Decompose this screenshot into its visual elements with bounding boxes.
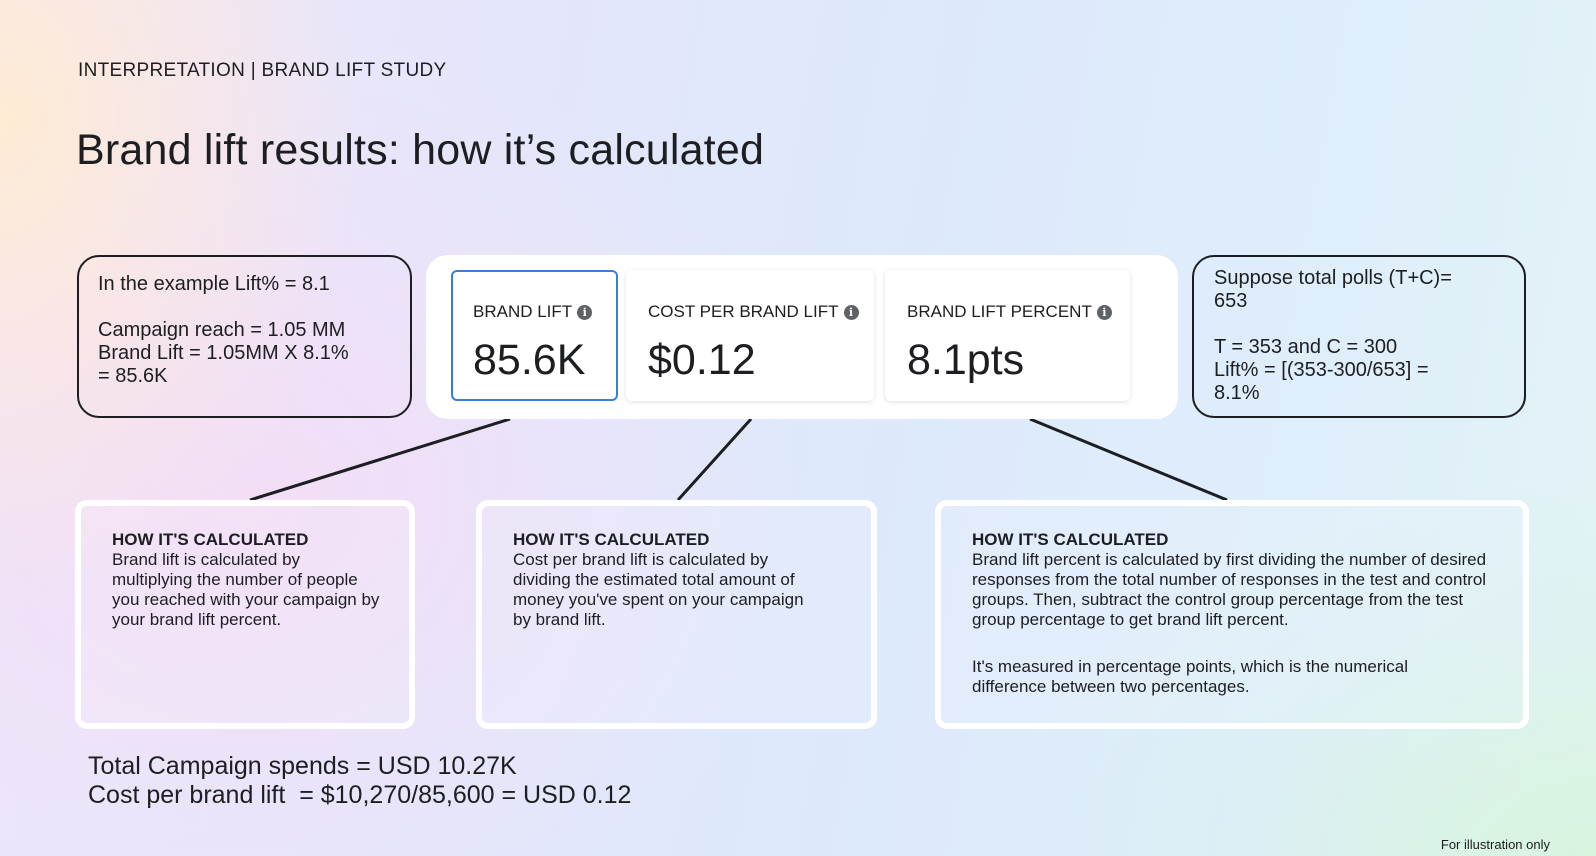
explanation-cost-per-brand-lift: HOW IT'S CALCULATED Cost per brand lift …: [476, 500, 877, 729]
eyebrow-label: INTERPRETATION | BRAND LIFT STUDY: [78, 60, 447, 81]
explanation-body: Brand lift percent is calculated by firs…: [972, 550, 1487, 629]
explanation-heading: HOW IT'S CALCULATED: [112, 530, 309, 549]
explanation-heading: HOW IT'S CALCULATED: [513, 530, 710, 549]
metric-label: COST PER BRAND LIFT: [648, 302, 839, 321]
info-icon[interactable]: i: [843, 304, 859, 320]
page-title: Brand lift results: how it’s calculated: [76, 126, 765, 174]
explanation-body-secondary: It's measured in percentage points, whic…: [972, 657, 1409, 696]
metric-card-brand-lift-percent[interactable]: BRAND LIFT PERCENT i 8.1pts: [885, 270, 1130, 401]
note-line: Suppose total polls (T+C)=: [1214, 267, 1452, 289]
explanation-body: Brand lift is calculated by multiplying …: [112, 550, 380, 629]
bottom-calculation-notes: Total Campaign spends = USD 10.27K Cost …: [88, 752, 631, 810]
connector-brand-lift-percent: [1029, 417, 1228, 502]
metric-label-row: BRAND LIFT i: [473, 302, 616, 322]
metric-card-cost-per-brand-lift[interactable]: COST PER BRAND LIFT i $0.12: [626, 270, 874, 401]
info-icon[interactable]: i: [1096, 304, 1112, 320]
note-line: In the example Lift% = 8.1: [98, 273, 330, 295]
metric-label: BRAND LIFT PERCENT: [907, 302, 1092, 321]
note-line: T = 353 and C = 300: [1214, 336, 1398, 358]
note-line: Total Campaign spends = USD 10.27K: [88, 752, 517, 780]
info-icon[interactable]: i: [577, 304, 593, 320]
note-line: Lift% = [(353-300/653] =: [1214, 359, 1429, 381]
note-line: 653: [1214, 290, 1248, 312]
footnote: For illustration only: [1440, 837, 1550, 852]
metric-label: BRAND LIFT: [473, 302, 573, 321]
metric-value: $0.12: [648, 336, 756, 384]
note-line: = 85.6K: [98, 365, 168, 387]
note-line: 8.1%: [1214, 382, 1260, 404]
metric-label-row: BRAND LIFT PERCENT i: [907, 302, 1130, 322]
metric-label-row: COST PER BRAND LIFT i: [648, 302, 874, 322]
connector-brand-lift: [249, 417, 511, 502]
note-line: Campaign reach = 1.05 MM: [98, 319, 346, 341]
note-line: Brand Lift = 1.05MM X 8.1%: [98, 342, 349, 364]
metric-card-brand-lift[interactable]: BRAND LIFT i 85.6K: [451, 270, 618, 401]
explanation-body: Cost per brand lift is calculated by div…: [513, 550, 804, 629]
note-line: Cost per brand lift = $10,270/85,600 = U…: [88, 781, 632, 809]
connector-cost-per-brand-lift: [676, 417, 753, 502]
metric-value: 85.6K: [473, 336, 586, 384]
explanation-brand-lift-percent: HOW IT'S CALCULATED Brand lift percent i…: [935, 500, 1529, 729]
polls-calculation-note: Suppose total polls (T+C)= 653 T = 353 a…: [1192, 255, 1526, 418]
example-calculation-note: In the example Lift% = 8.1 Campaign reac…: [77, 255, 412, 418]
metric-value: 8.1pts: [907, 336, 1025, 384]
explanation-heading: HOW IT'S CALCULATED: [972, 530, 1169, 549]
explanation-brand-lift: HOW IT'S CALCULATED Brand lift is calcul…: [75, 500, 415, 729]
